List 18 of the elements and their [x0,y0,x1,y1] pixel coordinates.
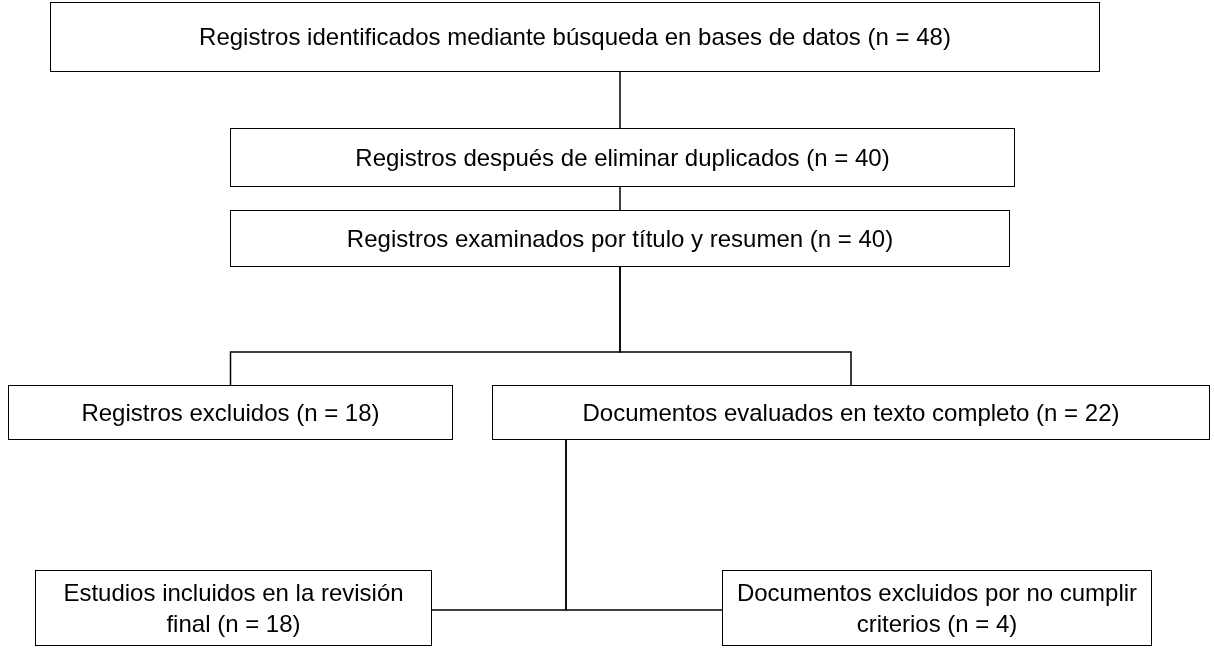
process-box [8,385,453,440]
box-label: Documentos evaluados en texto completo (n = 22) [582,397,1120,428]
box-label: Registros examinados por título y resumen (n = 40) [346,223,894,254]
box-label: Registros identificados mediante búsqueda en bases de datos (n = 48) [199,22,951,53]
process-box [50,2,1100,72]
box-label: Registros después de eliminar duplicados (n = 40) [355,142,890,173]
process-box [492,385,1210,440]
process-box [722,570,1152,646]
process-box [35,570,432,646]
process-box [230,210,1010,267]
box-label: Registros excluidos (n = 18) [81,397,380,428]
connector-line [565,439,723,611]
connector-line [619,266,852,386]
connector-line [619,186,621,211]
box-label: Documentos excluidos por no cumplir criterios (n = 4) [735,577,1139,639]
process-box [230,128,1015,187]
connector-line [619,71,621,129]
box-label: Estudios incluidos en la revisión final (n = 18) [62,577,405,639]
